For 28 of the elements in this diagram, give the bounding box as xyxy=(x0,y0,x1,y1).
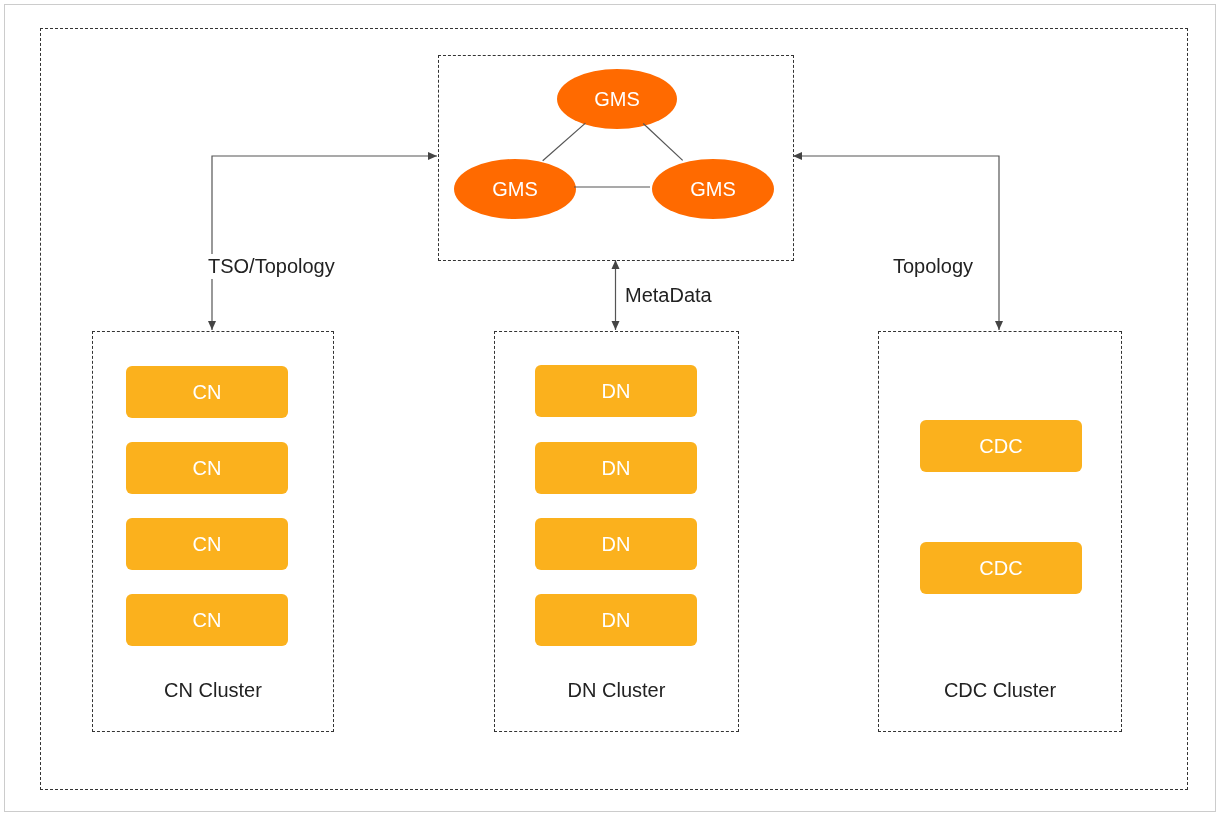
arrow xyxy=(208,152,438,331)
node-box: DN xyxy=(535,442,697,494)
cluster-label: CDC Cluster xyxy=(942,678,1058,703)
group-box xyxy=(438,55,794,261)
connector-line xyxy=(573,186,651,188)
connector-line xyxy=(542,122,586,162)
node-box: DN xyxy=(535,365,697,417)
node-ellipse: GMS xyxy=(454,159,576,219)
node-box: DN xyxy=(535,594,697,646)
node-box: DN xyxy=(535,518,697,570)
connector-line xyxy=(642,122,684,162)
node-box: CDC xyxy=(920,420,1082,472)
cluster-box xyxy=(494,331,739,732)
cluster-box xyxy=(878,331,1122,732)
node-box: CDC xyxy=(920,542,1082,594)
arrow xyxy=(611,259,620,331)
node-ellipse: GMS xyxy=(557,69,677,129)
cluster-label: CN Cluster xyxy=(163,678,263,703)
node-box: CN xyxy=(126,442,288,494)
node-box: CN xyxy=(126,518,288,570)
frame-box xyxy=(40,28,1188,790)
node-box: CN xyxy=(126,594,288,646)
arrow xyxy=(792,152,1003,331)
node-ellipse: GMS xyxy=(652,159,774,219)
cluster-box xyxy=(92,331,334,732)
cluster-label: DN Cluster xyxy=(566,678,667,703)
node-box: CN xyxy=(126,366,288,418)
edge-label: TSO/Topology xyxy=(208,254,335,279)
